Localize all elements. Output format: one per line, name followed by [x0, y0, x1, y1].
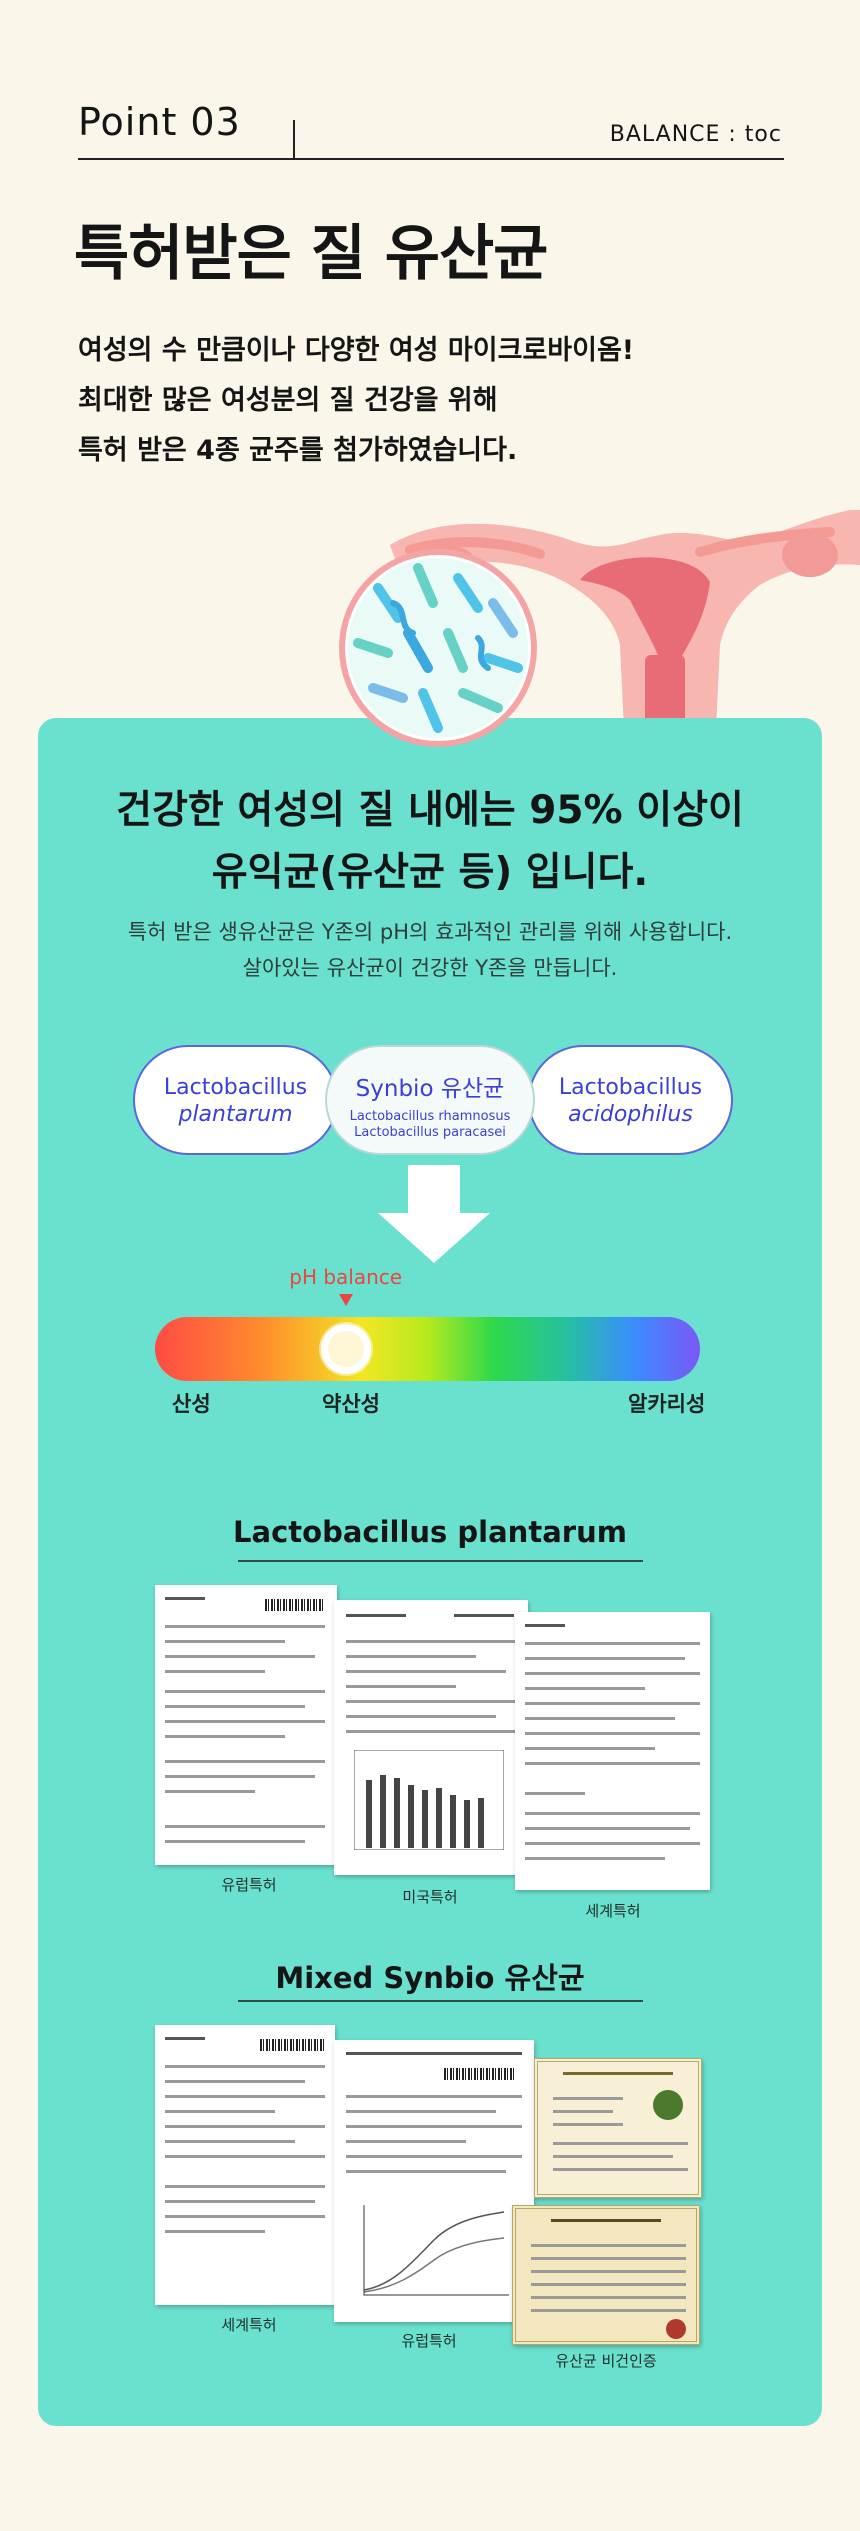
doc-caption: 유럽특허 — [401, 2332, 457, 2350]
patent-graph-figure — [363, 2205, 509, 2296]
panel-desc-line: 특허 받은 생유산균은 Y존의 pH의 효과적인 관리를 위해 사용합니다. — [127, 920, 733, 944]
panel-desc-line: 살아있는 유산균이 건강한 Y존을 만듭니다. — [242, 956, 618, 980]
ph-balance-label: pH balance — [289, 1265, 403, 1289]
strain-genus: Lactobacillus — [558, 1075, 703, 1100]
intro-line: 여성의 수 만큼이나 다양한 여성 마이크로바이옴! — [78, 335, 635, 366]
panel-description: 특허 받은 생유산균은 Y존의 pH의 효과적인 관리를 위해 사용합니다. 살… — [0, 914, 860, 986]
strain-sub: Lactobacillus paracasei — [354, 1125, 506, 1140]
vegan-certificate — [534, 2058, 702, 2198]
intro-line: 최대한 많은 여성분의 질 건강을 위해 — [78, 385, 498, 416]
doc-caption: 유럽특허 — [221, 1876, 277, 1894]
strain-species: plantarum — [178, 1102, 293, 1127]
panel-title-line: 유익균(유산균 등) 입니다. — [211, 850, 649, 895]
patent-document-us — [334, 1600, 528, 1875]
patent-document-world — [155, 2025, 335, 2305]
panel-title-line: 건강한 여성의 질 내에는 95% 이상이 — [116, 788, 744, 833]
vegan-product-list — [512, 2205, 700, 2345]
vegan-logo-icon — [653, 2090, 683, 2120]
point-label: Point 03 — [78, 100, 241, 144]
ph-indicator — [320, 1324, 371, 1374]
doc-caption: 미국특허 — [402, 1888, 458, 1906]
seal-icon — [666, 2319, 686, 2339]
intro-line: 특허 받은 4종 균주를 첨가하였습니다. — [78, 435, 518, 466]
ph-tick-acidic: 산성 — [172, 1392, 211, 1416]
bacteria-illustration — [339, 549, 537, 747]
doc-caption: 유산균 비건인증 — [555, 2352, 657, 2370]
patent-document-eu-2 — [334, 2040, 534, 2322]
section-divider — [238, 2000, 643, 2002]
strain-genus: Lactobacillus — [163, 1075, 308, 1100]
page-header: Point 03 BALANCE : toc — [78, 100, 784, 160]
strain-plantarum: Lactobacillus plantarum — [133, 1045, 338, 1155]
down-arrow-icon — [378, 1165, 490, 1263]
strain-sub: Lactobacillus rhamnosus — [349, 1109, 511, 1124]
doc-caption: 세계특허 — [585, 1902, 641, 1920]
strain-name: Synbio 유산균 — [355, 1076, 505, 1102]
ph-scale-bar — [155, 1317, 700, 1381]
intro-text: 여성의 수 만큼이나 다양한 여성 마이크로바이옴! 최대한 많은 여성분의 질… — [78, 326, 634, 476]
strain-species: acidophilus — [568, 1102, 693, 1127]
strain-synbio: Synbio 유산균 Lactobacillus rhamnosus Lacto… — [325, 1045, 535, 1155]
section-title-plantarum: Lactobacillus plantarum — [233, 1515, 627, 1549]
strain-acidophilus: Lactobacillus acidophilus — [528, 1045, 733, 1155]
patent-chart-figure — [354, 1750, 504, 1850]
ph-marker-icon — [338, 1294, 353, 1306]
section-divider — [238, 1560, 643, 1562]
brand-label: BALANCE : toc — [609, 122, 782, 147]
patent-document-pct — [515, 1612, 710, 1890]
page-title: 특허받은 질 유산균 — [74, 219, 548, 289]
uterus-illustration — [390, 510, 860, 750]
patent-document-eu — [155, 1585, 337, 1865]
panel-title: 건강한 여성의 질 내에는 95% 이상이 유익균(유산균 등) 입니다. — [0, 780, 860, 904]
ph-tick-alkaline: 알카리성 — [628, 1392, 706, 1416]
ph-tick-weak-acidic: 약산성 — [322, 1392, 380, 1416]
header-divider — [293, 120, 295, 160]
doc-caption: 세계특허 — [221, 2316, 277, 2334]
section-title-synbio: Mixed Synbio 유산균 — [275, 1961, 585, 1995]
